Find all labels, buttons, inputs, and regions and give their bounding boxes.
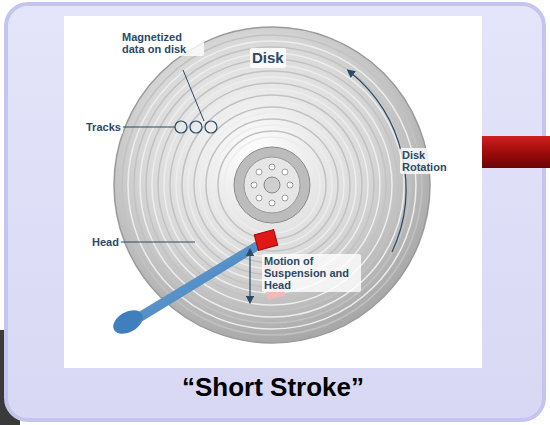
track-ring bbox=[140, 53, 404, 317]
track-ring bbox=[212, 125, 332, 245]
track-ring bbox=[134, 47, 410, 323]
track-ring bbox=[146, 59, 398, 311]
track-ring bbox=[200, 113, 344, 257]
track-ring bbox=[206, 119, 338, 251]
magnetized-leader bbox=[183, 70, 204, 121]
spindle-holes bbox=[251, 164, 293, 206]
magnetized-bits bbox=[175, 121, 217, 133]
track-ring bbox=[152, 65, 392, 305]
rotation-arrow bbox=[350, 72, 406, 252]
tracks-leader bbox=[120, 126, 175, 127]
disk-platter bbox=[114, 27, 430, 343]
arm-pivot bbox=[109, 305, 147, 338]
disk-label: Disk bbox=[250, 48, 286, 68]
read-write-head bbox=[254, 230, 277, 251]
track-ring bbox=[182, 95, 362, 275]
callout-label: Motion of Suspension and Head bbox=[262, 254, 361, 292]
track-ring bbox=[122, 35, 422, 335]
callout-label: Tracks bbox=[84, 120, 123, 134]
track-ring bbox=[176, 89, 368, 281]
track-ring bbox=[194, 107, 350, 263]
caption: “Short Stroke” bbox=[182, 372, 364, 402]
disk-tracks bbox=[122, 35, 422, 335]
callout-label: Head bbox=[90, 235, 121, 249]
spindle-ring bbox=[234, 147, 310, 223]
spindle-hub bbox=[264, 177, 280, 193]
suspension-arm bbox=[122, 240, 262, 330]
track-ring bbox=[158, 71, 386, 299]
motion-arrow bbox=[249, 252, 250, 300]
picture-ground bbox=[64, 16, 482, 368]
callout-label: Magnetized data on disk bbox=[120, 30, 204, 56]
callout-label: Disk Rotation bbox=[400, 148, 454, 174]
head-leader bbox=[120, 241, 195, 242]
track-ring bbox=[218, 131, 326, 239]
track-ring bbox=[224, 137, 320, 233]
track-ring bbox=[164, 77, 380, 293]
track-ring bbox=[188, 101, 356, 269]
slide-panel bbox=[6, 4, 544, 420]
track-ring bbox=[128, 41, 416, 329]
spindle bbox=[244, 157, 300, 213]
